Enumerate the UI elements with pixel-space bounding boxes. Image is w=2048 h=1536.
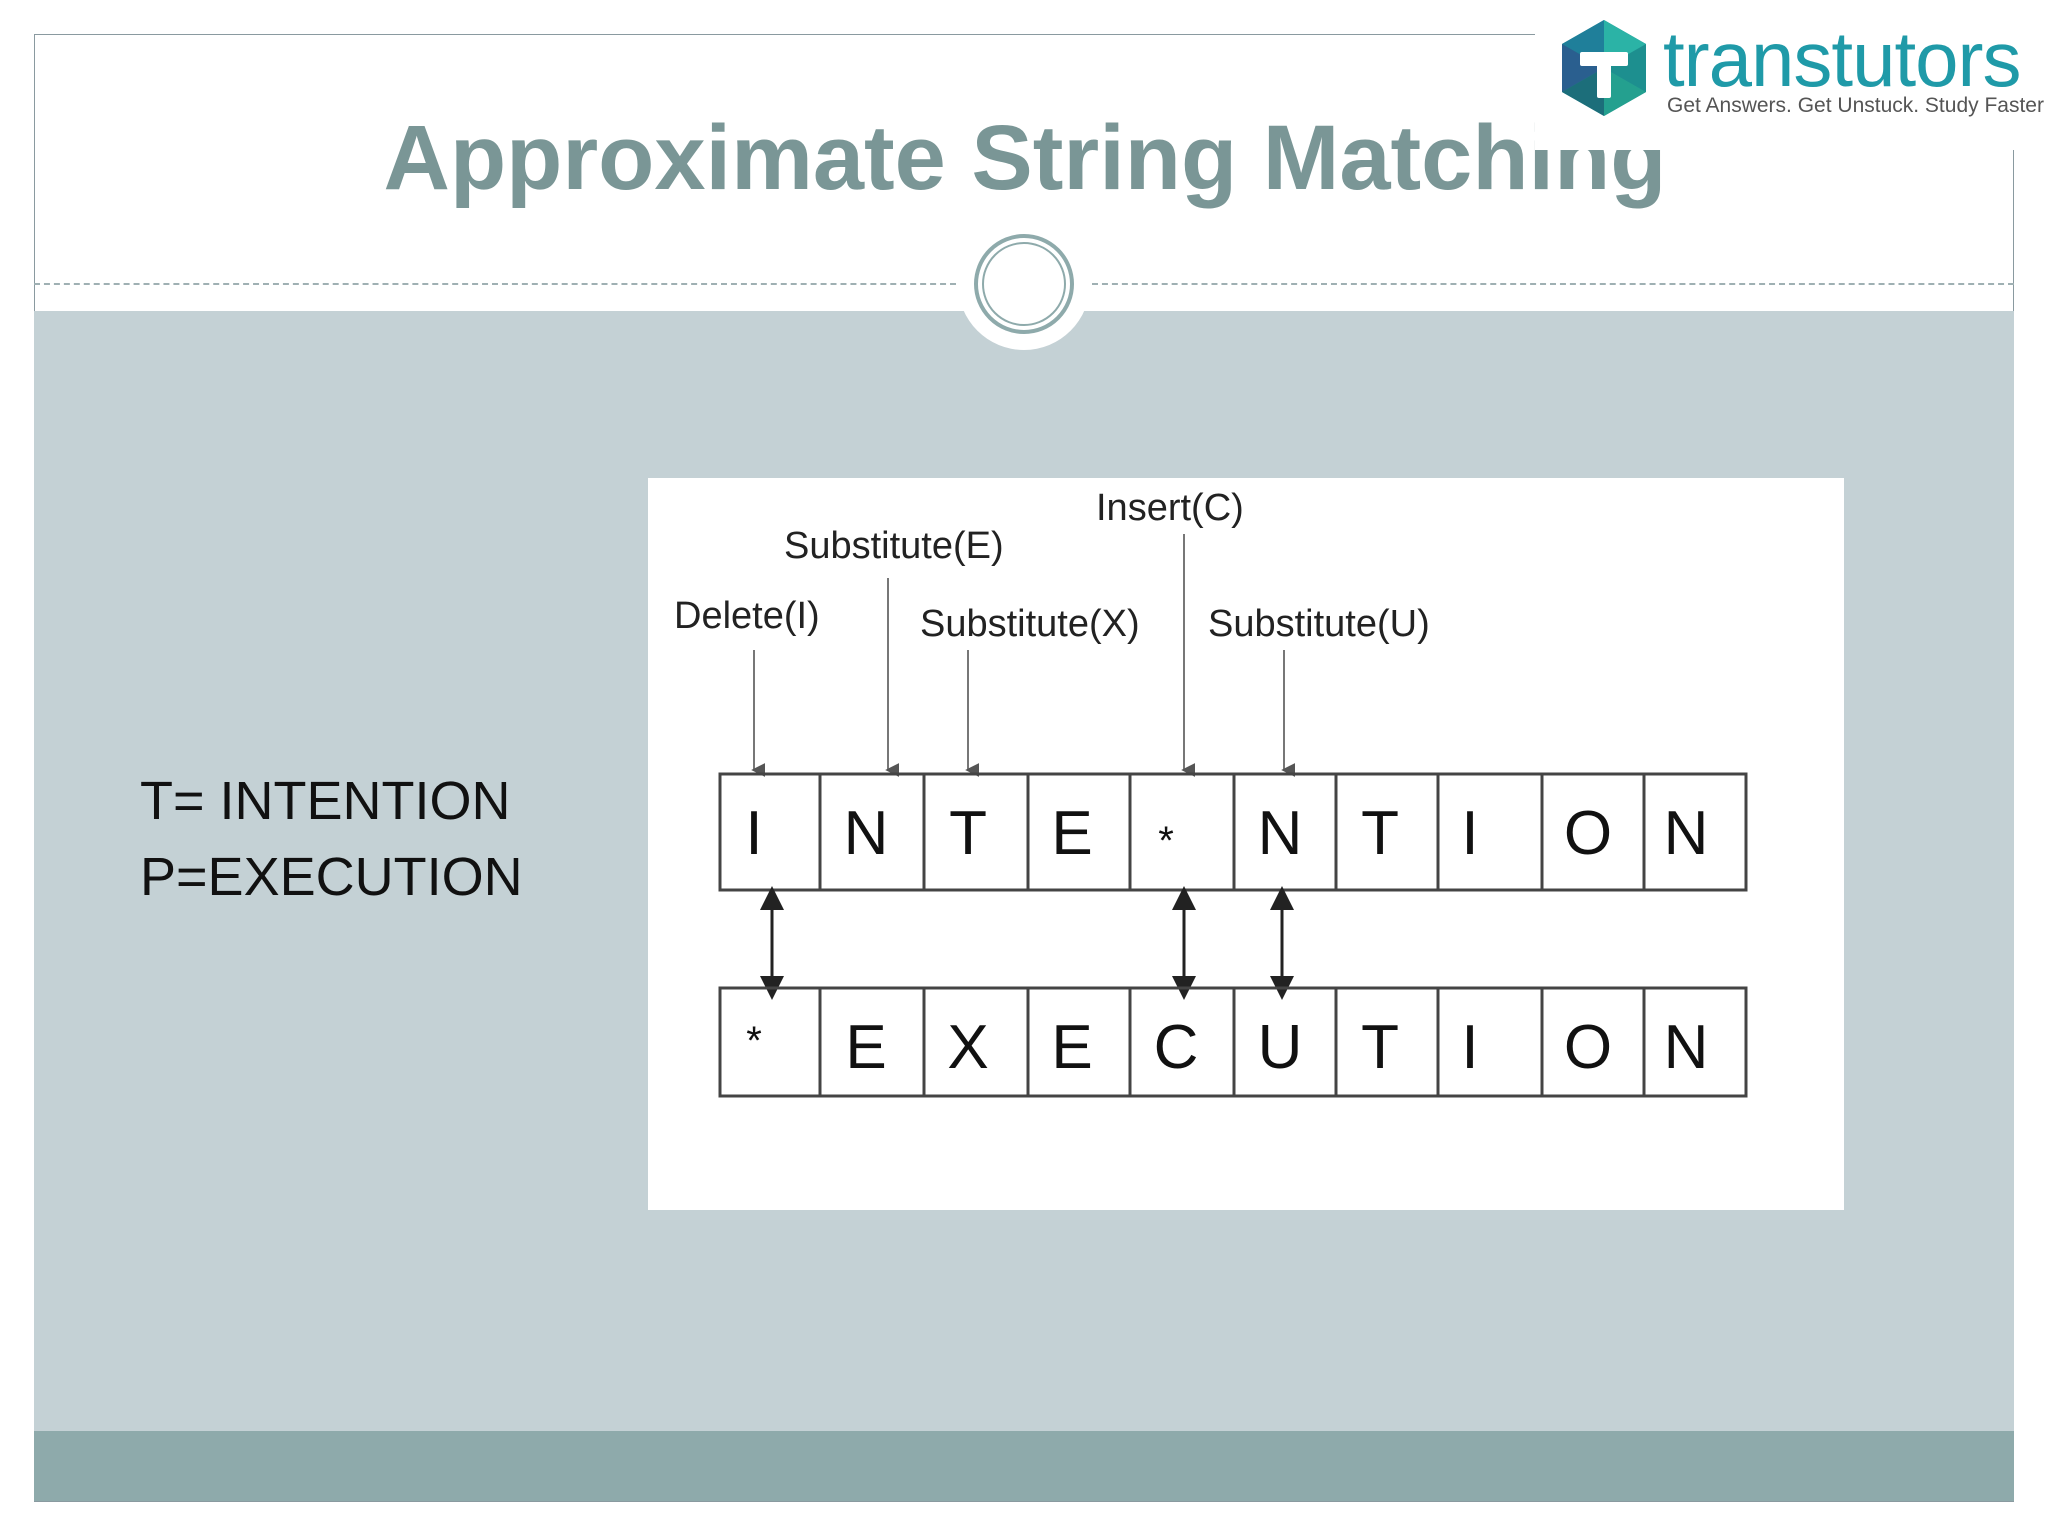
divider-circle-inner-ring bbox=[982, 242, 1066, 326]
bottom-cell-2: X bbox=[947, 1013, 988, 1082]
top-cell-1: N bbox=[844, 799, 889, 868]
pattern-string-p: P=EXECUTION bbox=[140, 847, 523, 907]
alignment-svg: Delete(I) Substitute(E) Substitute(X) In… bbox=[674, 487, 1748, 1098]
header-divider-left bbox=[34, 283, 956, 285]
bottom-cell-5: U bbox=[1258, 1013, 1303, 1082]
text-string-t: T= INTENTION bbox=[140, 771, 511, 831]
bottom-cell-0: * bbox=[746, 1019, 762, 1063]
top-cell-5: N bbox=[1258, 799, 1303, 868]
bottom-cell-4: C bbox=[1154, 1013, 1199, 1082]
top-cell-9: N bbox=[1664, 799, 1709, 868]
label-substitute-u: Substitute(U) bbox=[1208, 603, 1430, 645]
bottom-cell-1: E bbox=[845, 1013, 886, 1082]
header-divider-right bbox=[1092, 283, 2014, 285]
bottom-row-dividers bbox=[818, 988, 1646, 1096]
label-substitute-e: Substitute(E) bbox=[784, 525, 1004, 567]
bottom-cell-7: I bbox=[1461, 1013, 1478, 1082]
bottom-row: * E X E C U T I O N bbox=[718, 986, 1748, 1098]
top-cell-7: I bbox=[1461, 799, 1478, 868]
bottom-cell-8: O bbox=[1564, 1013, 1612, 1082]
top-cell-8: O bbox=[1564, 799, 1612, 868]
footer-band bbox=[34, 1431, 2014, 1501]
top-cell-0: I bbox=[745, 799, 762, 868]
top-cell-6: T bbox=[1361, 799, 1399, 868]
top-row-dividers bbox=[818, 774, 1646, 890]
label-delete: Delete(I) bbox=[674, 595, 820, 637]
transtutors-t-hexagon-icon bbox=[1562, 20, 1646, 116]
slide-title: Approximate String Matching bbox=[383, 107, 1667, 209]
logo-wordmark: transtutors bbox=[1663, 15, 2021, 103]
top-cell-2: T bbox=[949, 799, 987, 868]
edit-distance-diagram: Delete(I) Substitute(E) Substitute(X) In… bbox=[648, 478, 1844, 1210]
bottom-cell-3: E bbox=[1051, 1013, 1092, 1082]
top-cell-4: * bbox=[1158, 819, 1174, 863]
logo-tagline: Get Answers. Get Unstuck. Study Faster bbox=[1667, 94, 2044, 117]
top-cell-3: E bbox=[1051, 799, 1092, 868]
label-substitute-x: Substitute(X) bbox=[920, 603, 1140, 645]
bottom-cell-9: N bbox=[1664, 1013, 1709, 1082]
top-row: I N T E * N T I O N bbox=[718, 772, 1748, 892]
bottom-cell-6: T bbox=[1361, 1013, 1399, 1082]
label-insert: Insert(C) bbox=[1096, 487, 1244, 529]
divider-circle-icon bbox=[974, 234, 1074, 334]
